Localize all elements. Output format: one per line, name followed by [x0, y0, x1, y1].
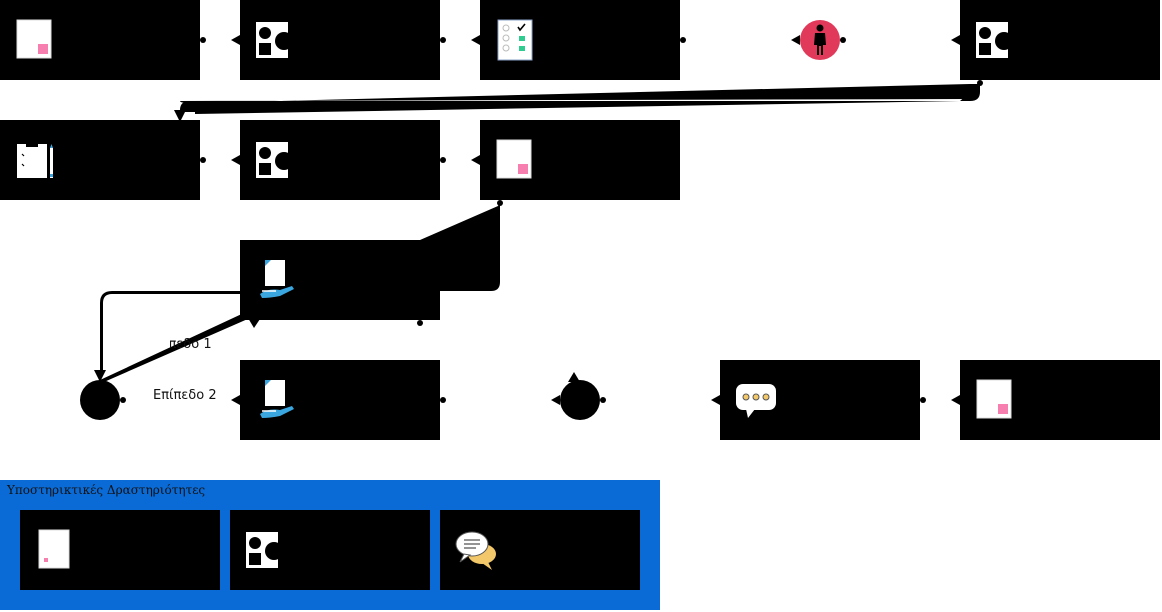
connector-9	[920, 395, 960, 405]
wrap-connector-row1-row2	[174, 80, 983, 122]
edge-label-level-2: Επίπεδο 2	[153, 388, 217, 403]
shapes-icon	[256, 22, 293, 58]
task-shapes-2[interactable]	[960, 0, 1160, 80]
shapes-icon	[976, 22, 1013, 58]
connector-7	[440, 395, 560, 405]
task-checklist[interactable]	[480, 0, 680, 80]
chat-bubbles-icon	[455, 531, 496, 570]
task-hand-document-1[interactable]	[240, 240, 440, 320]
task-shapes-1[interactable]	[240, 0, 440, 80]
merge-gateway[interactable]	[560, 380, 600, 420]
shapes-icon	[256, 142, 293, 178]
support-task-chat[interactable]	[440, 510, 640, 590]
task-shapes-3[interactable]	[240, 120, 440, 200]
task-document-3[interactable]	[960, 360, 1160, 440]
hand-document-icon	[260, 260, 294, 298]
split-gateway[interactable]	[80, 380, 120, 420]
edge-label-level-1: Επίπεδο 1	[148, 337, 212, 352]
connector-level-2	[120, 395, 240, 405]
connector-6	[440, 155, 480, 165]
task-document-2[interactable]	[480, 120, 680, 200]
support-lane: Υποστηρικτικές Δραστηριότητες	[0, 480, 660, 610]
document-icon	[496, 139, 532, 179]
shapes-icon	[246, 532, 283, 568]
task-hand-document-2[interactable]	[240, 360, 440, 440]
speech-bubble-icon	[736, 384, 776, 418]
hand-document-icon	[260, 380, 294, 418]
support-lane-title: Υποστηρικτικές Δραστηριότητες	[7, 483, 206, 497]
checklist-icon	[497, 19, 533, 61]
connector-8	[600, 395, 720, 405]
task-speech[interactable]	[720, 360, 920, 440]
connector-1	[200, 35, 240, 45]
support-task-document[interactable]	[20, 510, 220, 590]
clipboard-pencil-icon	[17, 141, 53, 178]
connector-5	[200, 155, 240, 165]
connector-2	[440, 35, 480, 45]
connector-3	[680, 35, 800, 45]
support-task-shapes[interactable]	[230, 510, 430, 590]
connector-4	[840, 35, 960, 45]
document-icon	[16, 19, 52, 59]
task-document-1[interactable]	[0, 0, 200, 80]
person-icon	[814, 24, 826, 55]
connector-merge-upper	[568, 372, 580, 382]
document-icon	[38, 529, 70, 569]
task-clipboard[interactable]	[0, 120, 200, 200]
document-icon	[976, 379, 1012, 419]
